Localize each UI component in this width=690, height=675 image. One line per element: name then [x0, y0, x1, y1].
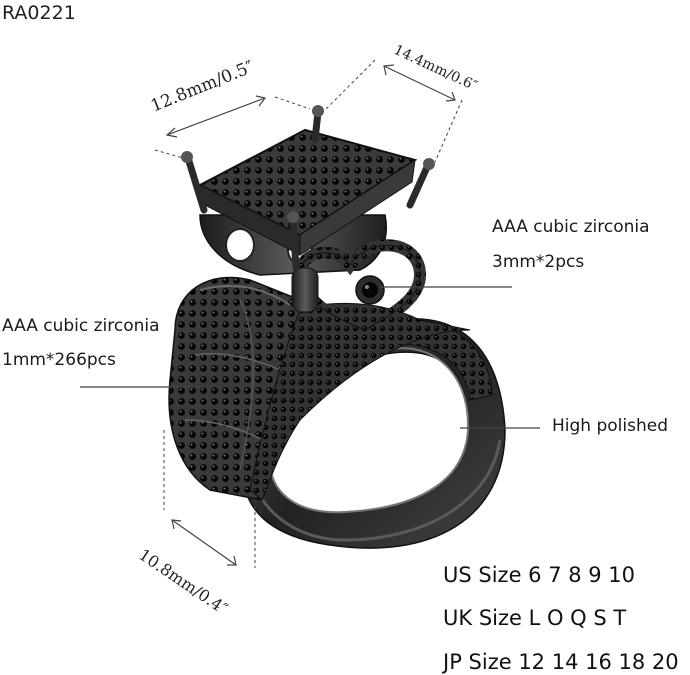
heart-swirl: [291, 239, 427, 337]
us-size-list: US Size 6 7 8 9 10: [443, 563, 636, 587]
finish-label: High polished: [552, 416, 668, 436]
side-stone-title: AAA cubic zirconia: [2, 316, 160, 336]
product-code: RA0221: [2, 2, 76, 24]
center-stone-title: AAA cubic zirconia: [492, 217, 650, 237]
side-stone-spec: 1mm*266pcs: [2, 350, 116, 370]
center-stone-spec: 3mm*2pcs: [492, 252, 585, 272]
prongs: [181, 105, 435, 272]
uk-size-list: UK Size L O Q S T: [443, 606, 627, 630]
jp-size-list: JP Size 12 14 16 18 20: [443, 650, 679, 674]
dimension-lines: [80, 59, 540, 568]
